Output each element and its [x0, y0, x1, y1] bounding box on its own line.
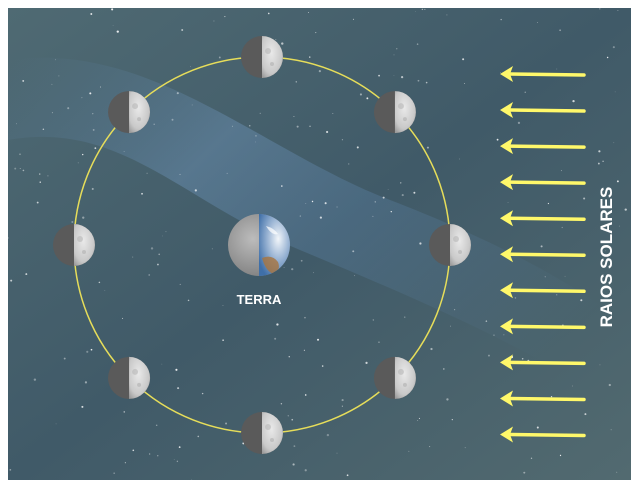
sun-ray-arrow [500, 390, 586, 407]
sun-ray-arrow [500, 138, 586, 155]
sun-ray-arrow [500, 66, 586, 82]
moon-phases [53, 36, 471, 454]
sun-rays [500, 66, 586, 443]
sun-ray-arrow [500, 210, 586, 227]
sun-ray-arrow [500, 282, 586, 299]
sun-ray-arrow [500, 246, 586, 263]
moon-phase-4 [373, 356, 416, 399]
moon-phase-1 [241, 36, 283, 78]
milky-way [8, 57, 631, 420]
sun-rays-label: RAIOS SOLARES [597, 187, 616, 328]
earth-label: TERRA [237, 292, 282, 307]
moon-phase-7 [53, 224, 95, 266]
sun-ray-arrow [500, 102, 586, 119]
moon-phase-5 [241, 412, 283, 454]
moon-phase-3 [429, 224, 471, 266]
moon-phase-8 [108, 91, 151, 134]
star-field [7, 8, 627, 480]
sun-ray-arrow [500, 354, 586, 371]
moon-phase-6 [108, 356, 151, 399]
sun-ray-arrow [500, 318, 586, 335]
sun-ray-arrow [500, 426, 586, 443]
sun-ray-arrow [500, 174, 586, 191]
moon-phase-2 [373, 91, 416, 134]
